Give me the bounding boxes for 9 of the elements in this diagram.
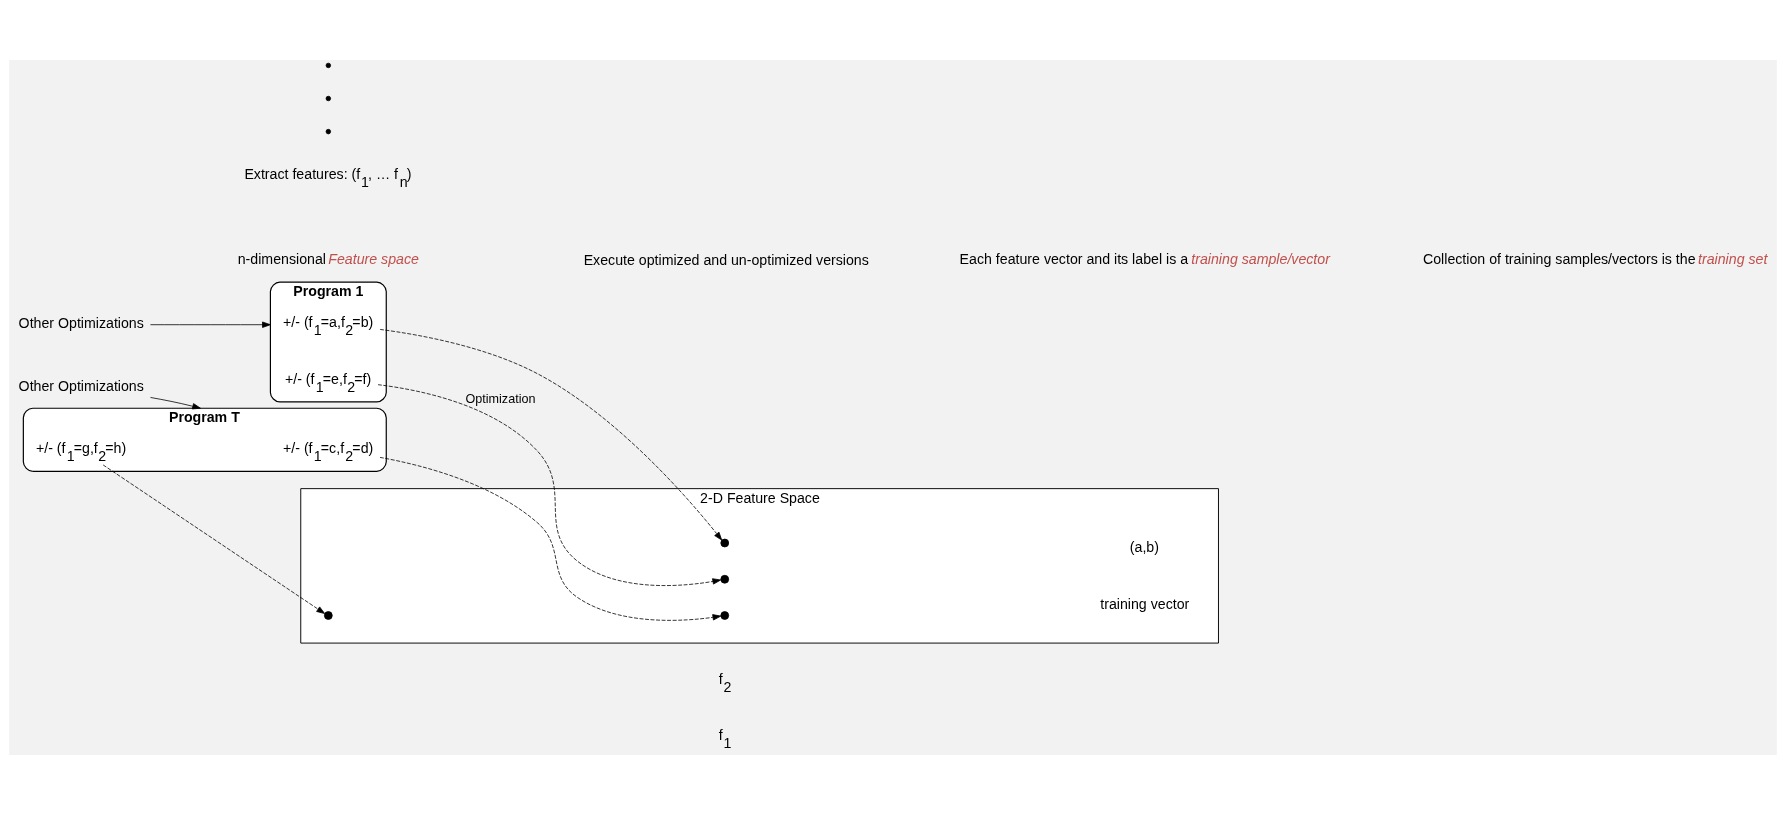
node-text: Other Optimizations	[18, 314, 144, 331]
node-text: Other Optimizations	[18, 377, 144, 394]
node-label: (a,b)	[1129, 538, 1159, 555]
node-label: training vector	[1100, 595, 1190, 612]
edge-label: Optimization	[465, 391, 536, 406]
label: n-dimensional Feature space	[237, 250, 419, 267]
label: Collection of training samples/vectors is the training set	[1422, 250, 1768, 267]
label: Each feature vector and its label is a training sample/vector	[959, 250, 1330, 267]
label: Execute optimized and un-optimized versions	[583, 251, 869, 268]
